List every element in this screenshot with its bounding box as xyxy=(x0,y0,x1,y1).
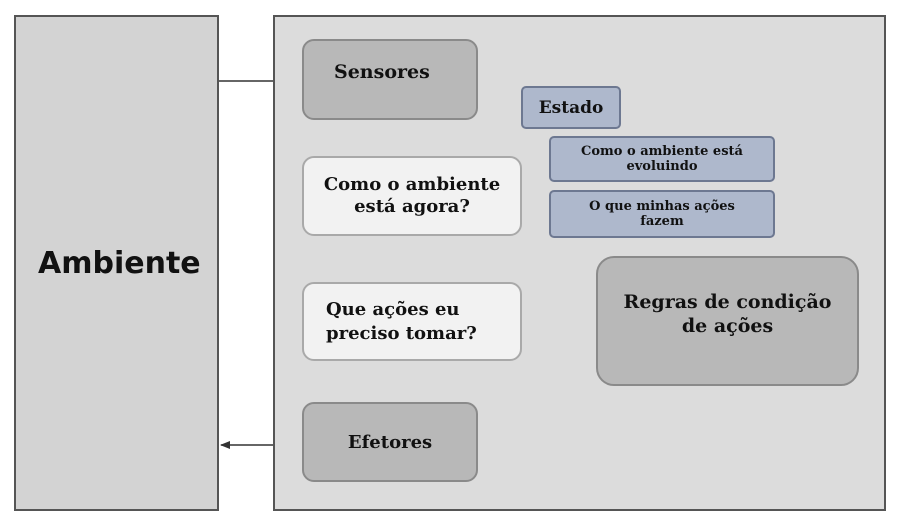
world-evolution-line2: evoluindo xyxy=(626,159,698,174)
world-evolution-box: Como o ambiente está evoluindo xyxy=(549,136,775,182)
sensors-box: Sensores xyxy=(302,39,478,120)
effectors-box: Efetores xyxy=(302,402,478,482)
rules-line2: de ações xyxy=(681,315,774,337)
world-now-line2: está agora? xyxy=(354,196,470,217)
action-effects-line1: O que minhas ações xyxy=(589,199,735,214)
environment-label: Ambiente xyxy=(38,245,201,281)
world-now-line1: Como o ambiente xyxy=(323,174,501,195)
state-box: Estado xyxy=(521,86,621,129)
condition-action-rules-box: Regras de condição de ações xyxy=(596,256,859,386)
action-effects-line2: fazem xyxy=(640,214,684,229)
environment-box: Ambiente xyxy=(14,15,219,511)
sensors-label: Sensores xyxy=(334,61,430,83)
world-now-box: Como o ambiente está agora? xyxy=(302,156,522,236)
action-effects-box: O que minhas ações fazem xyxy=(549,190,775,238)
state-label: Estado xyxy=(538,97,604,118)
effectors-label: Efetores xyxy=(347,431,433,453)
world-evolution-line1: Como o ambiente está xyxy=(581,144,743,159)
rules-line1: Regras de condição xyxy=(623,291,832,313)
decision-line1: Que ações eu xyxy=(326,298,460,320)
decision-line2: preciso tomar? xyxy=(326,322,477,344)
decision-box: Que ações eu preciso tomar? xyxy=(302,282,522,361)
